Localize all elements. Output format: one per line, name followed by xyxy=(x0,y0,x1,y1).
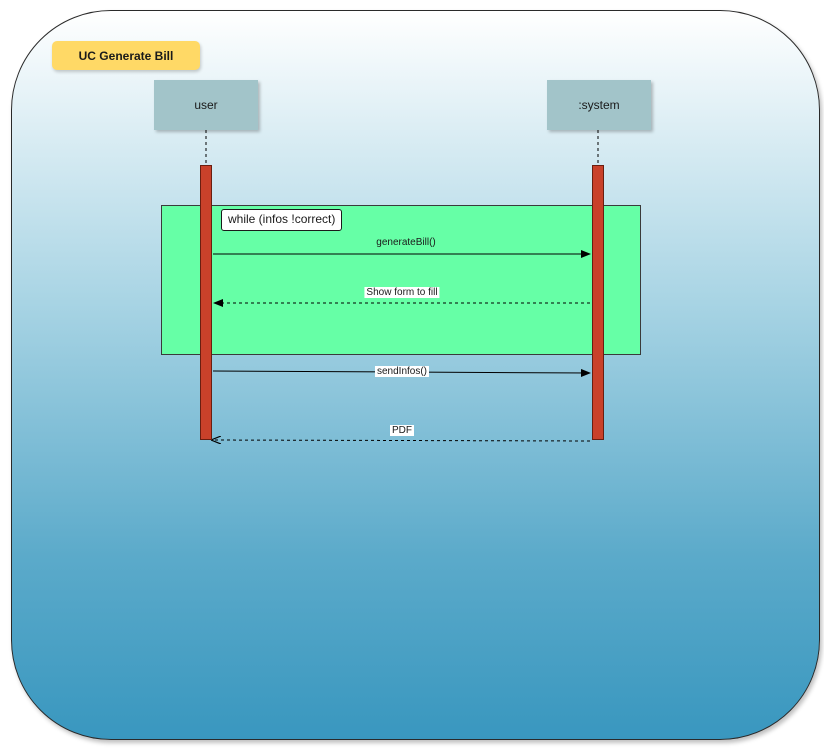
message-generate-bill-label: generateBill() xyxy=(376,237,436,248)
activation-bar-user[interactable] xyxy=(200,165,212,440)
message-pdf-arrow[interactable] xyxy=(212,440,591,441)
message-send-infos-label: sendInfos() xyxy=(374,366,430,377)
lifeline-system-label: :system xyxy=(578,98,620,112)
activation-bar-system[interactable] xyxy=(592,165,604,440)
lifeline-user-label: user xyxy=(194,98,218,112)
diagram-title: UC Generate Bill xyxy=(52,41,200,70)
loop-guard-label: while (infos !correct) xyxy=(221,209,343,231)
message-pdf-label: PDF xyxy=(390,425,414,436)
lifeline-system-head[interactable]: :system xyxy=(547,80,651,130)
message-show-form-label: Show form to fill xyxy=(364,287,440,298)
lifeline-user-head[interactable]: user xyxy=(154,80,258,130)
